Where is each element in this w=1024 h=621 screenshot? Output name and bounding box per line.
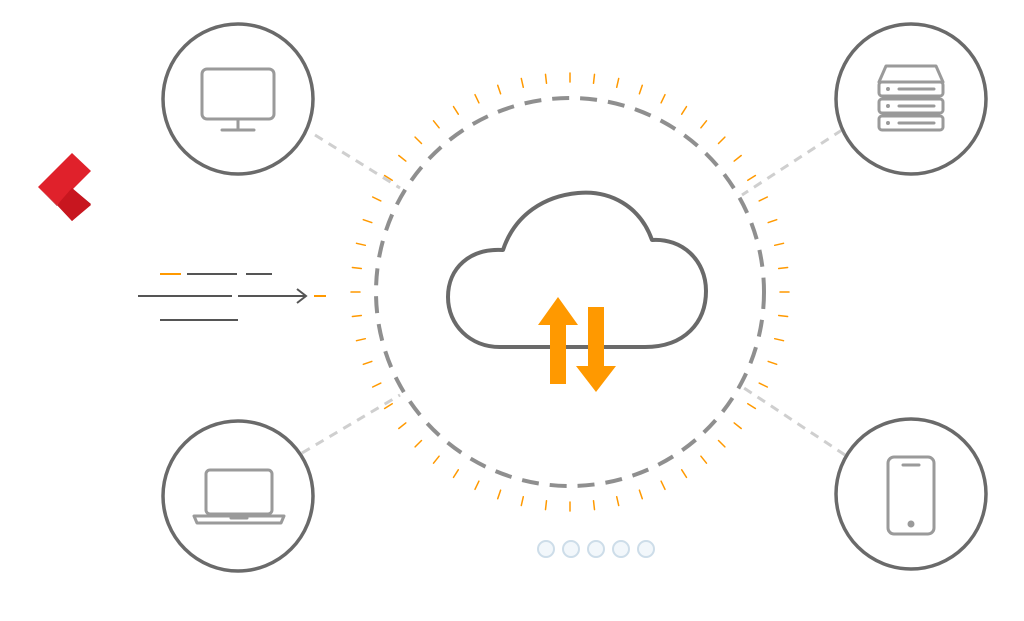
- orange-tick: [544, 73, 548, 85]
- orange-tick: [638, 84, 644, 95]
- orange-tick-ring: [350, 72, 790, 512]
- orange-tick: [767, 218, 778, 224]
- orange-tick: [773, 242, 785, 247]
- desktop-monitor-icon: [200, 67, 276, 132]
- orange-tick: [432, 455, 440, 464]
- orange-tick: [362, 218, 373, 224]
- laptop-icon: [192, 468, 286, 525]
- orange-tick: [767, 360, 778, 366]
- orange-tick: [615, 77, 620, 89]
- orange-tick: [615, 495, 620, 507]
- orange-tick: [592, 73, 596, 85]
- smartphone-icon: [886, 455, 936, 536]
- orange-tick: [747, 402, 757, 410]
- cloud-icon: [446, 190, 708, 349]
- laptop-node: [161, 419, 315, 573]
- desktop-node: [161, 22, 315, 176]
- orange-tick: [758, 382, 769, 388]
- connector-laptop: [301, 393, 401, 455]
- laptop-circle: [161, 419, 315, 573]
- pager-dot[interactable]: [562, 540, 580, 558]
- orange-tick: [747, 174, 757, 182]
- orange-tick: [383, 402, 393, 410]
- connector-server: [741, 128, 843, 197]
- pager-dot[interactable]: [587, 540, 605, 558]
- orange-tick: [638, 489, 644, 500]
- desktop-circle: [161, 22, 315, 176]
- orange-tick: [371, 196, 382, 202]
- server-stack-icon: [877, 64, 945, 132]
- upload-arrow-icon: [538, 297, 578, 384]
- orange-tick: [414, 136, 423, 145]
- orange-tick: [758, 196, 769, 202]
- orange-tick: [474, 480, 480, 491]
- pager-dots: [537, 540, 655, 558]
- orange-tick: [355, 242, 367, 247]
- motion-lines-arrow-icon: [138, 273, 326, 321]
- orange-tick: [680, 105, 688, 115]
- orange-tick: [496, 84, 502, 95]
- orange-tick: [351, 266, 363, 270]
- orange-tick: [520, 495, 525, 507]
- orange-tick: [520, 77, 525, 89]
- connector-desktop: [314, 133, 401, 190]
- orange-tick: [700, 455, 708, 464]
- orange-tick: [592, 499, 596, 511]
- orange-tick: [398, 154, 407, 162]
- server-node: [834, 22, 988, 176]
- orange-tick: [351, 314, 363, 318]
- connector-phone: [743, 386, 846, 457]
- orange-tick: [777, 266, 789, 270]
- orange-tick: [355, 337, 367, 342]
- orange-tick: [544, 499, 548, 511]
- phone-node: [834, 417, 988, 571]
- orange-tick: [452, 469, 460, 479]
- orange-tick: [383, 174, 393, 182]
- pager-dot[interactable]: [537, 540, 555, 558]
- sync-arrows-icon: [538, 297, 616, 392]
- dashed-cloud-ring: [374, 96, 766, 488]
- orange-tick: [680, 469, 688, 479]
- orange-tick: [371, 382, 382, 388]
- orange-tick: [496, 489, 502, 500]
- orange-tick: [700, 120, 708, 129]
- connector-lines: [301, 128, 846, 457]
- orange-tick: [660, 93, 666, 104]
- orange-tick: [733, 154, 742, 162]
- orange-tick: [777, 314, 789, 318]
- orange-tick: [717, 439, 726, 448]
- orange-tick: [432, 120, 440, 129]
- red-chevron-logo-icon: [38, 153, 91, 221]
- orange-tick: [398, 422, 407, 430]
- phone-circle: [834, 417, 988, 571]
- orange-tick: [733, 422, 742, 430]
- orange-tick: [773, 337, 785, 342]
- pager-dot[interactable]: [612, 540, 630, 558]
- orange-tick: [660, 480, 666, 491]
- pager-dot[interactable]: [637, 540, 655, 558]
- download-arrow-icon: [576, 307, 616, 392]
- orange-tick: [414, 439, 423, 448]
- orange-tick: [717, 136, 726, 145]
- orange-tick: [474, 93, 480, 104]
- orange-tick: [362, 360, 373, 366]
- orange-tick: [452, 105, 460, 115]
